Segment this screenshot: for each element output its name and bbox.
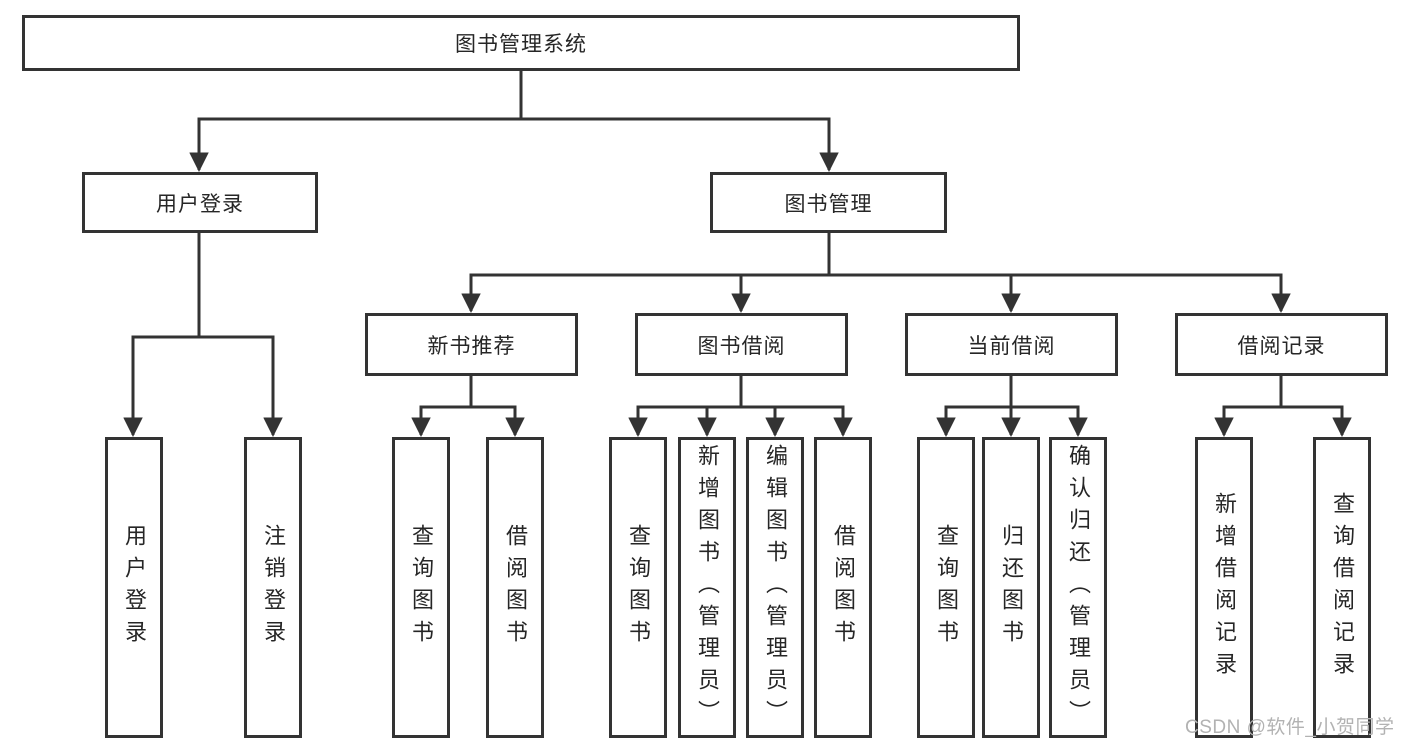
node-book-borrowing: 图书借阅 [635,313,848,376]
node-current-borrowing: 当前借阅 [905,313,1118,376]
leaf-borrow-books-borrowing: 借阅图书 [814,437,872,738]
node-new-book-recommendation: 新书推荐 [365,313,578,376]
leaf-label: 查询借阅记录 [1330,491,1355,684]
leaf-query-books-current: 查询图书 [917,437,975,738]
node-borrowing-records: 借阅记录 [1175,313,1388,376]
leaf-label: 确认归还（管理员） [1066,443,1091,732]
leaf-add-borrow-record: 新增借阅记录 [1195,437,1253,738]
leaf-label: 新增图书（管理员） [695,443,720,732]
leaf-label: 借阅图书 [503,523,528,652]
leaf-confirm-return-admin: 确认归还（管理员） [1049,437,1107,738]
leaf-return-books: 归还图书 [982,437,1040,738]
leaf-label: 注销登录 [261,523,286,652]
leaf-label: 查询图书 [409,523,434,652]
node-user-login: 用户登录 [82,172,318,233]
leaf-borrow-books-recommend: 借阅图书 [486,437,544,738]
leaf-label: 查询图书 [626,523,651,652]
node-book-management: 图书管理 [710,172,947,233]
leaf-edit-books-admin: 编辑图书（管理员） [746,437,804,738]
leaf-logout: 注销登录 [244,437,302,738]
watermark: CSDN @软件_小贺同学 [1185,717,1395,738]
leaf-label: 编辑图书（管理员） [763,443,788,732]
leaf-label: 查询图书 [934,523,959,652]
leaf-label: 借阅图书 [831,523,856,652]
leaf-query-borrow-record: 查询借阅记录 [1313,437,1371,738]
leaf-label: 新增借阅记录 [1212,491,1237,684]
node-root: 图书管理系统 [22,15,1020,71]
leaf-label: 用户登录 [122,523,147,652]
leaf-user-login: 用户登录 [105,437,163,738]
leaf-query-books-borrowing: 查询图书 [609,437,667,738]
leaf-label: 归还图书 [999,523,1024,652]
leaf-add-books-admin: 新增图书（管理员） [678,437,736,738]
leaf-query-books-recommend: 查询图书 [392,437,450,738]
